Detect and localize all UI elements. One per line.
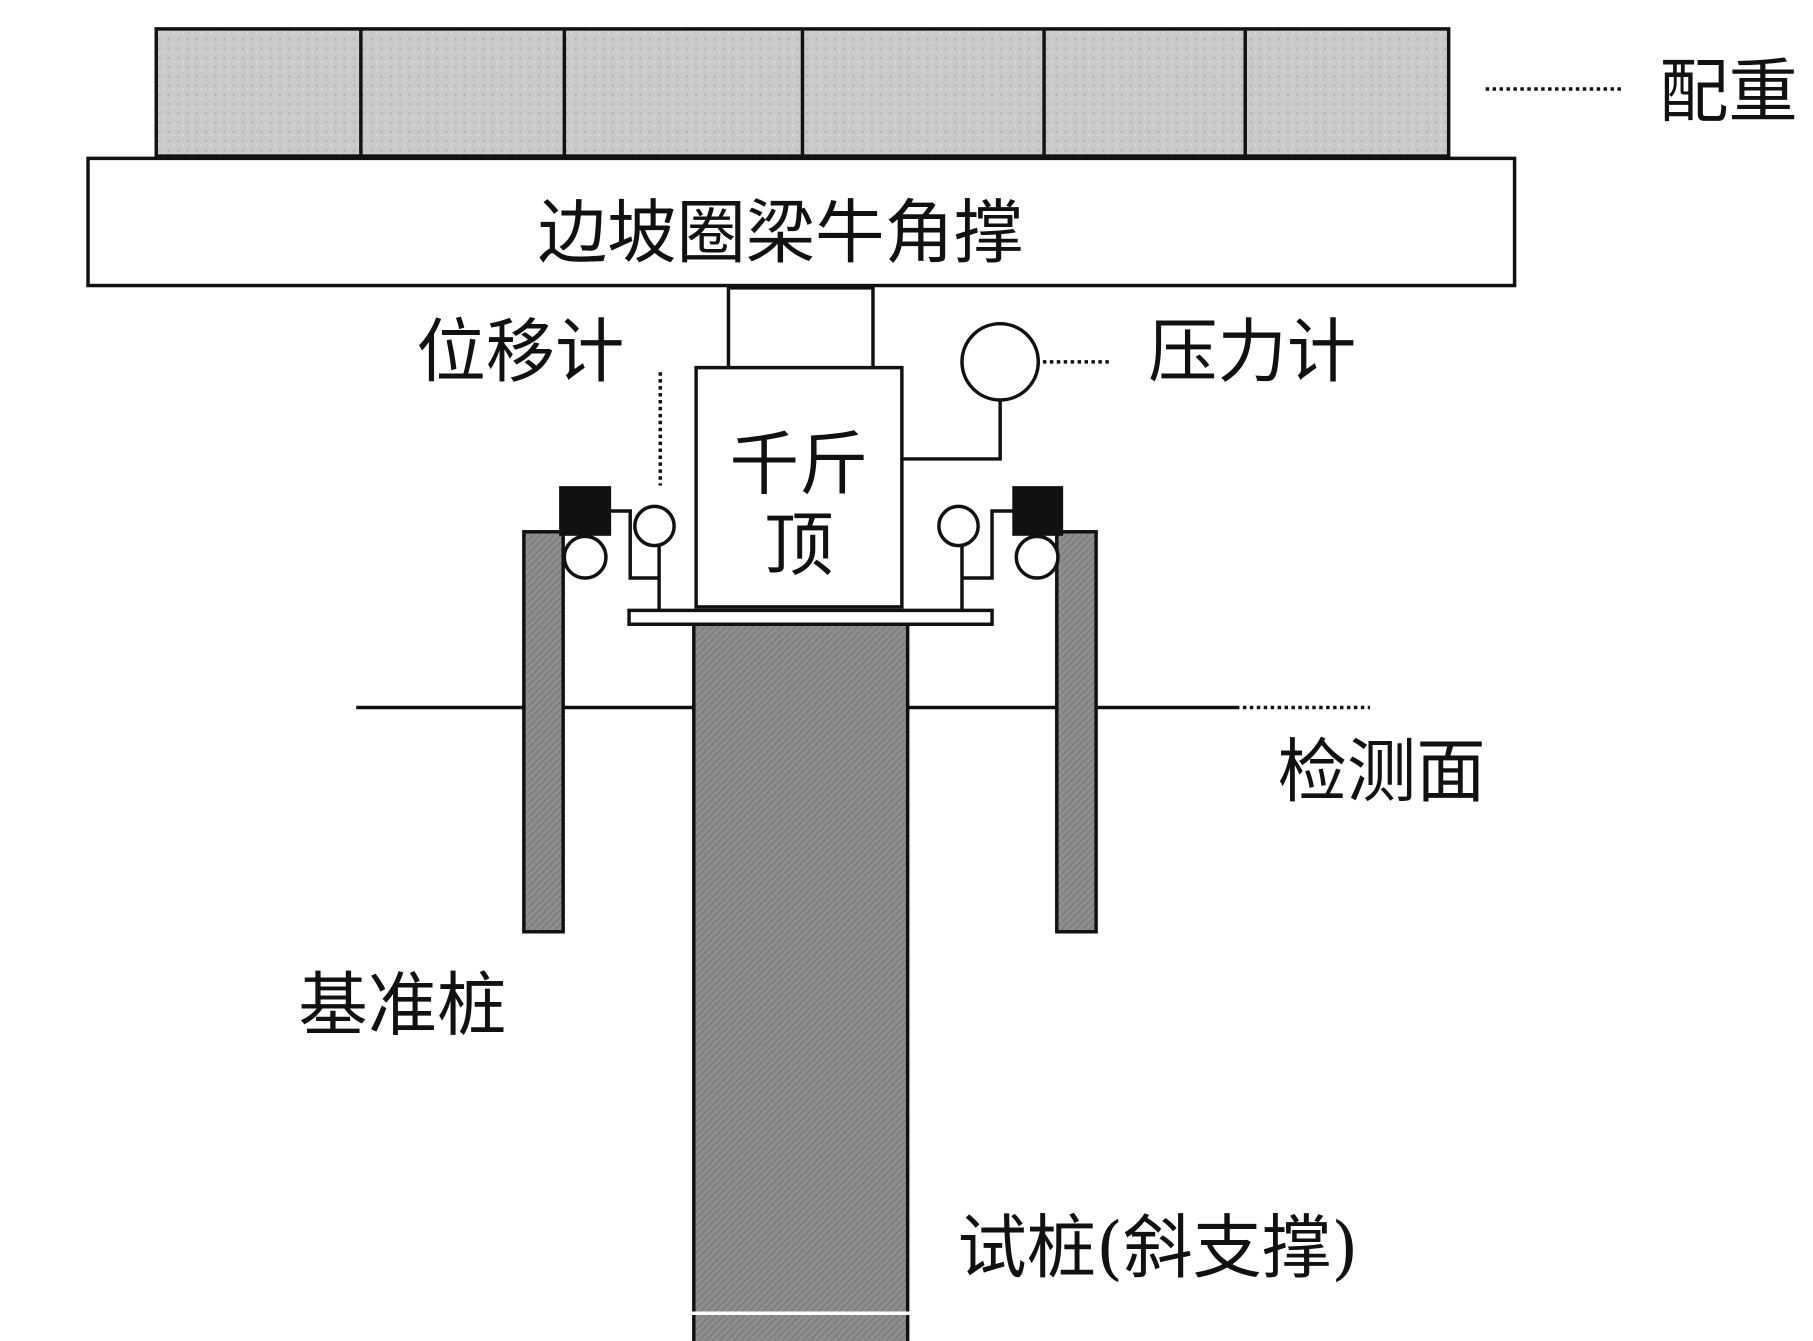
test-pile: [692, 622, 910, 1341]
reference-pile-right: [1055, 530, 1098, 934]
pressure-gauge-label: 压力计: [1148, 313, 1356, 393]
test-pile-label: 试桩(斜支撑): [957, 1209, 1358, 1289]
displacement-gauge-left: [559, 486, 676, 611]
counterweight-label: 配重: [1659, 53, 1798, 133]
bearing-plate: [627, 608, 994, 626]
jack-post: [726, 286, 875, 371]
displacement-gauge-right: [937, 486, 1064, 611]
jack-label-2: 顶: [764, 506, 833, 586]
jack-label-1: 千斤: [730, 425, 869, 505]
counterweight-blocks: [154, 27, 1451, 158]
jack: [694, 365, 904, 609]
reference-pile-left: [522, 530, 565, 934]
beam: [86, 156, 1517, 288]
displacement-gauge-label: 位移计: [416, 313, 624, 393]
pressure-gauge: [901, 321, 1041, 461]
test-surface-label: 检测面: [1278, 732, 1486, 812]
beam-label: 边坡圈梁牛角撑: [538, 194, 1024, 274]
reference-pile-label: 基准桩: [298, 966, 506, 1046]
